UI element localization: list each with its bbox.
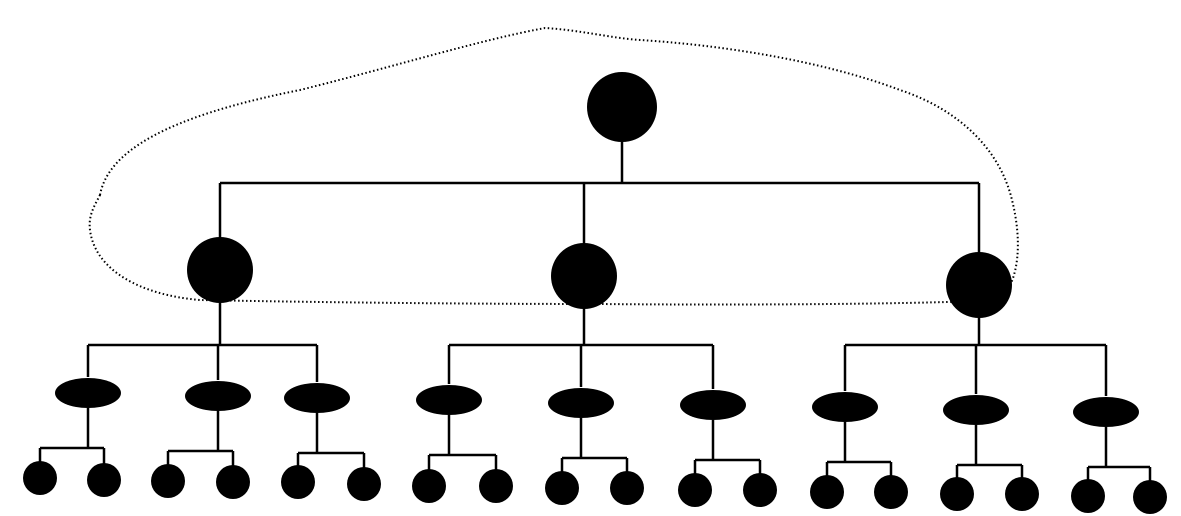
leaf-node: [412, 469, 446, 503]
level1-node: [551, 243, 617, 309]
level2-node: [416, 385, 482, 415]
level2-node: [943, 395, 1009, 425]
edge-level2: [166, 411, 235, 466]
edge-level2: [693, 420, 762, 474]
edge-level1: [447, 306, 715, 389]
leaf-node: [347, 467, 381, 501]
leaf-node: [810, 475, 844, 509]
leaf-node: [281, 465, 315, 499]
root-node: [587, 72, 657, 142]
leaf-node: [87, 463, 121, 497]
level2-node: [185, 381, 251, 411]
level2-node: [284, 383, 350, 413]
leaf-node: [216, 465, 250, 499]
edge-level1: [86, 300, 319, 382]
edge-level2: [560, 418, 629, 472]
level2-node: [812, 392, 878, 422]
leaf-node: [940, 477, 974, 511]
edge-level2: [296, 413, 366, 468]
leaf-node: [479, 469, 513, 503]
leaf-node: [545, 471, 579, 505]
level2-node: [55, 378, 121, 408]
level1-node: [946, 252, 1012, 318]
level1-node: [187, 237, 253, 303]
leaf-node: [678, 473, 712, 507]
edge-root: [218, 137, 981, 260]
edge-level2: [825, 422, 893, 476]
leaf-node: [1005, 477, 1039, 511]
edge-level1: [843, 315, 1108, 396]
level2-node: [680, 390, 746, 420]
leaf-node: [1133, 480, 1167, 514]
edge-level2: [955, 425, 1024, 478]
leaf-node: [151, 464, 185, 498]
edge-level2: [1086, 427, 1152, 481]
leaf-node: [874, 475, 908, 509]
leaf-node: [610, 471, 644, 505]
leaf-node: [1071, 479, 1105, 513]
edge-level2: [38, 408, 106, 464]
leaf-node: [23, 461, 57, 495]
leaf-node: [743, 473, 777, 507]
level2-node: [548, 388, 614, 418]
edge-level2: [427, 415, 498, 470]
level2-node: [1073, 397, 1139, 427]
